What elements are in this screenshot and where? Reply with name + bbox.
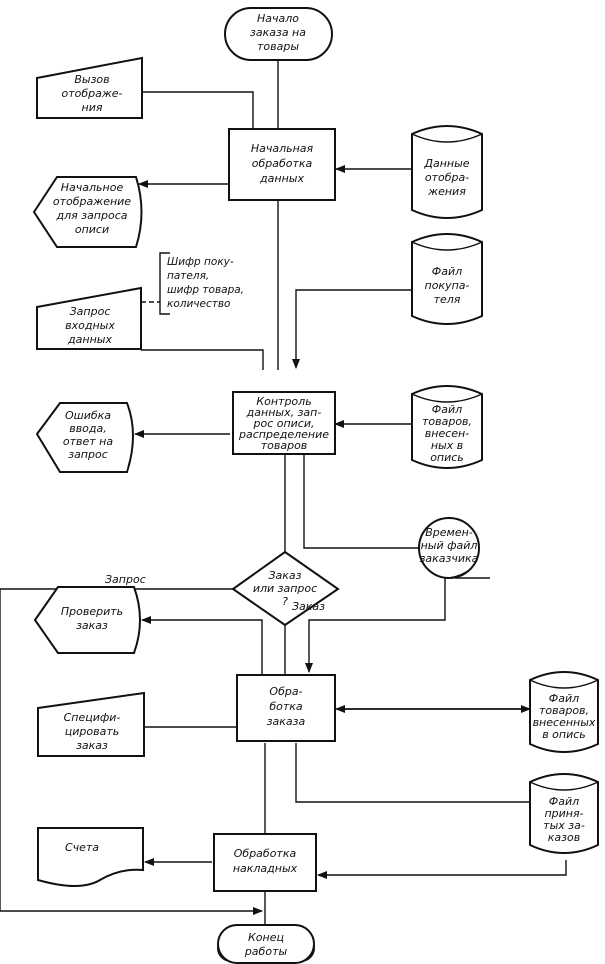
svg-text:Начало: Начало [257,12,299,25]
start-terminal: Начало заказа на товары [224,7,333,61]
svg-text:ввода,: ввода, [69,422,107,435]
svg-text:товаров: товаров [261,439,308,452]
svg-text:покупа-: покупа- [425,279,470,292]
svg-text:Начальное: Начальное [61,181,124,194]
svg-text:обработка: обработка [252,157,313,170]
svg-text:количество: количество [167,298,230,310]
specify-order-input: Специфи- цировать заказ [37,691,145,757]
svg-text:заказ: заказ [76,619,108,632]
invoices-document: Счета [37,827,144,887]
goods-inventory-file-storage: Файл товаров, внесен- ных в опись [411,385,483,469]
svg-text:товаров,: товаров, [539,704,589,717]
svg-text:заказчика: заказчика [420,552,479,565]
svg-text:Начальная: Начальная [251,142,314,155]
end-terminal: Конец работы [217,924,315,964]
svg-text:Ошибка: Ошибка [65,409,111,422]
branch-label-request: Запрос [105,573,146,586]
svg-text:или запрос: или запрос [253,582,317,595]
svg-text:Заказ: Заказ [268,569,301,582]
invoice-processing-box: Обработка накладных [213,833,317,892]
svg-text:теля: теля [434,293,461,306]
svg-text:внесен-: внесен- [425,427,469,440]
svg-text:Обра-: Обра- [269,685,302,698]
svg-text:отображение: отображение [53,195,131,208]
svg-text:шифр товара,: шифр товара, [167,284,244,296]
svg-text:тых за-: тых за- [543,819,585,832]
order-or-request-decision: Заказ или запрос ? [231,550,340,627]
input-annotation: Шифр поку- пателя, шифр товара, количест… [141,252,244,315]
svg-text:заказа на: заказа на [250,26,306,39]
svg-text:заказ: заказ [76,739,108,752]
svg-text:Данные: Данные [423,157,469,170]
svg-text:Конец: Конец [248,931,284,944]
svg-text:отобра-: отобра- [425,171,469,184]
svg-text:жения: жения [427,185,466,198]
svg-text:рос описи,: рос описи, [252,417,314,430]
svg-text:?: ? [282,595,288,608]
svg-text:накладных: накладных [233,862,298,875]
svg-text:работы: работы [244,945,288,958]
initial-processing-box: Начальная обработка данных [228,128,336,201]
svg-text:Вызов: Вызов [74,73,109,86]
input-request-input: Запрос входных данных [36,286,142,350]
svg-text:Шифр поку-: Шифр поку- [167,256,234,268]
svg-text:распределение: распределение [238,428,329,441]
svg-text:описи: описи [75,223,109,236]
call-display-input: Вызов отображе- ния [36,56,143,119]
svg-text:пателя,: пателя, [167,270,209,282]
customer-file-storage: Файл покупа- теля [411,233,483,325]
svg-text:ный файл: ный файл [421,539,478,552]
svg-text:Файл: Файл [432,403,462,416]
svg-text:отображе-: отображе- [61,87,122,100]
svg-text:данных: данных [259,172,304,185]
svg-text:Запрос: Запрос [70,305,111,318]
svg-text:ния: ния [82,101,103,114]
svg-text:Счета: Счета [65,841,99,854]
svg-text:Контроль: Контроль [256,395,311,408]
svg-text:товары: товары [257,40,299,53]
svg-text:для запроса: для запроса [55,209,127,222]
svg-text:данных: данных [67,333,112,346]
input-error-display: Ошибка ввода, ответ на запрос [35,402,134,473]
svg-text:в опись: в опись [542,728,586,741]
accepted-orders-file-storage: Файл приня- тых за- казов [529,773,599,854]
order-processing-box: Обра- ботка заказа [236,674,336,742]
svg-text:опись: опись [430,451,464,464]
check-order-display: Проверить заказ [33,586,141,654]
svg-text:казов: казов [548,831,580,844]
svg-text:запрос: запрос [68,448,108,461]
data-control-box: Контроль данных, зап- рос описи, распред… [232,391,336,455]
svg-text:данных, зап-: данных, зап- [246,406,322,419]
svg-text:входных: входных [65,319,115,332]
svg-text:товаров,: товаров, [422,415,472,428]
display-data-storage: Данные отобра- жения [411,125,483,219]
branch-label-order: Заказ [292,600,325,613]
svg-text:Файл: Файл [549,692,579,705]
svg-text:заказа: заказа [267,715,306,728]
svg-text:Специфи-: Специфи- [64,711,121,724]
svg-text:Обработка: Обработка [234,847,297,860]
initial-display-output: Начальное отображение для запроса описи [32,176,143,248]
svg-text:Файл: Файл [549,795,579,808]
goods-inventory-file-storage-2: Файл товаров, внесенных в опись [529,671,599,753]
svg-text:ботка: ботка [269,700,303,713]
svg-text:Времен-: Времен- [425,526,473,539]
svg-text:приня-: приня- [544,807,583,820]
svg-text:Проверить: Проверить [61,605,123,618]
svg-text:цировать: цировать [65,725,119,738]
svg-text:внесенных: внесенных [533,716,596,729]
svg-text:ных в: ных в [431,439,463,452]
temporary-customer-file-tape: Времен- ный файл заказчика [418,517,490,579]
svg-text:Файл: Файл [432,265,462,278]
svg-text:ответ на: ответ на [63,435,113,448]
